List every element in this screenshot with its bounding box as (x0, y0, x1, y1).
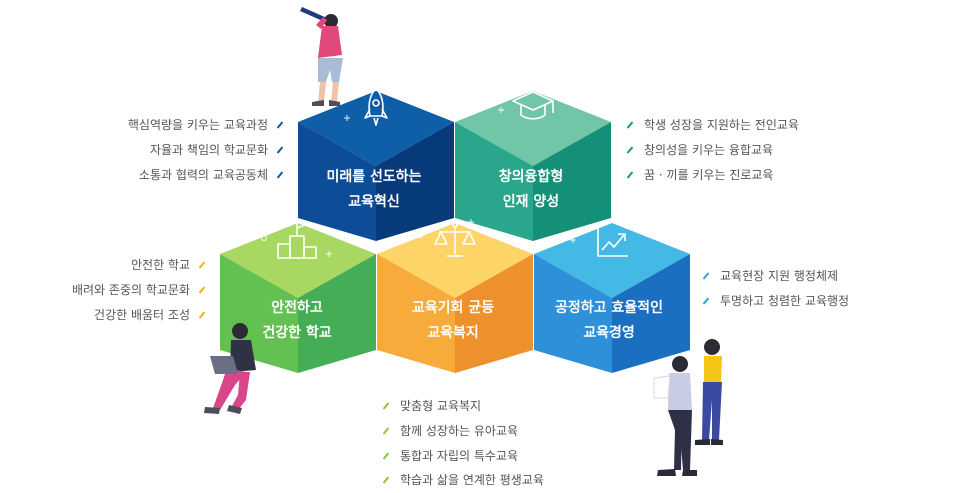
person-laptop-illustration (204, 323, 256, 414)
list-item: 소통과 협력의 교육공동체 (128, 162, 284, 187)
hexagon-cluster (220, 91, 690, 373)
hexagon-label-admin: 공정하고 효율적인 교육경영 (534, 296, 684, 346)
list-item: 통합과 자립의 특수교육 (382, 443, 544, 468)
podium-flag-icon (277, 221, 317, 259)
slash-mark-icon (626, 146, 634, 154)
hexagon-creative (455, 91, 611, 241)
list-item: 꿈 · 끼를 키우는 진로교육 (626, 162, 799, 187)
list-item: 함께 성장하는 유아교육 (382, 419, 544, 444)
hexagon-label-line: 건강한 학교 (262, 325, 332, 341)
hexagon-face-right (455, 254, 533, 373)
hexagon-face-left (377, 254, 455, 373)
hexagon-label-line: 공정하고 효율적인 (555, 300, 663, 316)
hexagon-label-line: 안전하고 (271, 300, 323, 316)
balance-scale-icon (434, 222, 476, 257)
list-safe: 안전한 학교 배려와 존중의 학교문화 건강한 배움터 조성 (72, 253, 206, 327)
hexagon-label-line: 교육복지 (427, 325, 479, 341)
hexagon-equity (377, 223, 533, 373)
slash-mark-icon (702, 272, 710, 280)
hexagon-face-top (455, 91, 611, 166)
decorative-sparkles (260, 82, 631, 257)
slash-mark-icon (276, 171, 284, 179)
slash-mark-icon (626, 171, 634, 179)
graduation-cap-icon (512, 91, 554, 120)
slash-mark-icon (276, 121, 284, 129)
slash-mark-icon (276, 146, 284, 154)
slash-mark-icon (382, 476, 390, 484)
slash-mark-icon (626, 121, 634, 129)
growth-chart-icon (597, 228, 628, 257)
list-future: 핵심역량을 키우는 교육과정 자율과 책임의 학교문화 소통과 협력의 교육공동… (128, 113, 284, 187)
hexagon-face-right (612, 254, 690, 373)
hexagon-label-line: 교육혁신 (348, 194, 400, 210)
hexagon-label-line: 교육기회 균등 (411, 300, 495, 316)
list-item: 배려와 존중의 학교문화 (72, 278, 206, 303)
hexagon-face-top (377, 223, 533, 298)
list-item: 맞춤형 교육복지 (382, 394, 544, 419)
slash-mark-icon (382, 427, 390, 435)
hexagon-icons (277, 87, 628, 259)
slash-mark-icon (702, 297, 710, 305)
rocket-icon (364, 87, 388, 126)
list-item: 핵심역량을 키우는 교육과정 (128, 113, 284, 138)
hexagon-face-right (298, 254, 376, 373)
hexagon-label-line: 창의융합형 (498, 169, 564, 185)
hexagon-label-safe: 안전하고 건강한 학교 (222, 296, 372, 346)
slash-mark-icon (198, 261, 206, 269)
list-item: 자율과 책임의 학교문화 (128, 138, 284, 163)
hexagon-future (298, 91, 454, 241)
hexagon-face-left (534, 254, 612, 373)
hexagon-face-top (298, 91, 454, 166)
slash-mark-icon (198, 286, 206, 294)
hexagon-label-line: 미래를 선도하는 (326, 169, 422, 185)
slash-mark-icon (198, 311, 206, 319)
list-admin: 교육현장 지원 행정체제 투명하고 청렴한 교육행정 (702, 264, 849, 313)
hexagon-face-left (298, 122, 376, 241)
slash-mark-icon (382, 402, 390, 410)
list-creative: 학생 성장을 지원하는 전인교육 창의성을 키우는 융합교육 꿈 · 끼를 키우… (626, 113, 799, 187)
hexagon-face-right (533, 122, 611, 241)
person-telescope-illustration (300, 7, 343, 106)
list-item: 창의성을 키우는 융합교육 (626, 138, 799, 163)
hexagon-label-creative: 창의융합형 인재 양성 (456, 165, 606, 215)
list-item: 교육현장 지원 행정체제 (702, 264, 849, 289)
hexagon-label-equity: 교육기회 균등 교육복지 (378, 296, 528, 346)
list-equity: 맞춤형 교육복지 함께 성장하는 유아교육 통합과 자립의 특수교육 학습과 삶… (382, 394, 544, 493)
list-item: 건강한 배움터 조성 (72, 302, 206, 327)
hexagon-label-line: 교육경영 (583, 325, 635, 341)
hexagon-label-future: 미래를 선도하는 교육혁신 (299, 165, 449, 215)
hexagon-label-line: 인재 양성 (502, 194, 560, 210)
list-item: 안전한 학교 (72, 253, 206, 278)
list-item: 학생 성장을 지원하는 전인교육 (626, 113, 799, 138)
people-reading-illustration (653, 339, 723, 476)
hexagon-face-left (455, 122, 533, 241)
list-item: 학습과 삶을 연계한 평생교육 (382, 468, 544, 493)
slash-mark-icon (382, 452, 390, 460)
hexagon-face-right (376, 122, 454, 241)
hexagon-face-top (220, 223, 376, 298)
list-item: 투명하고 청렴한 교육행정 (702, 289, 849, 314)
